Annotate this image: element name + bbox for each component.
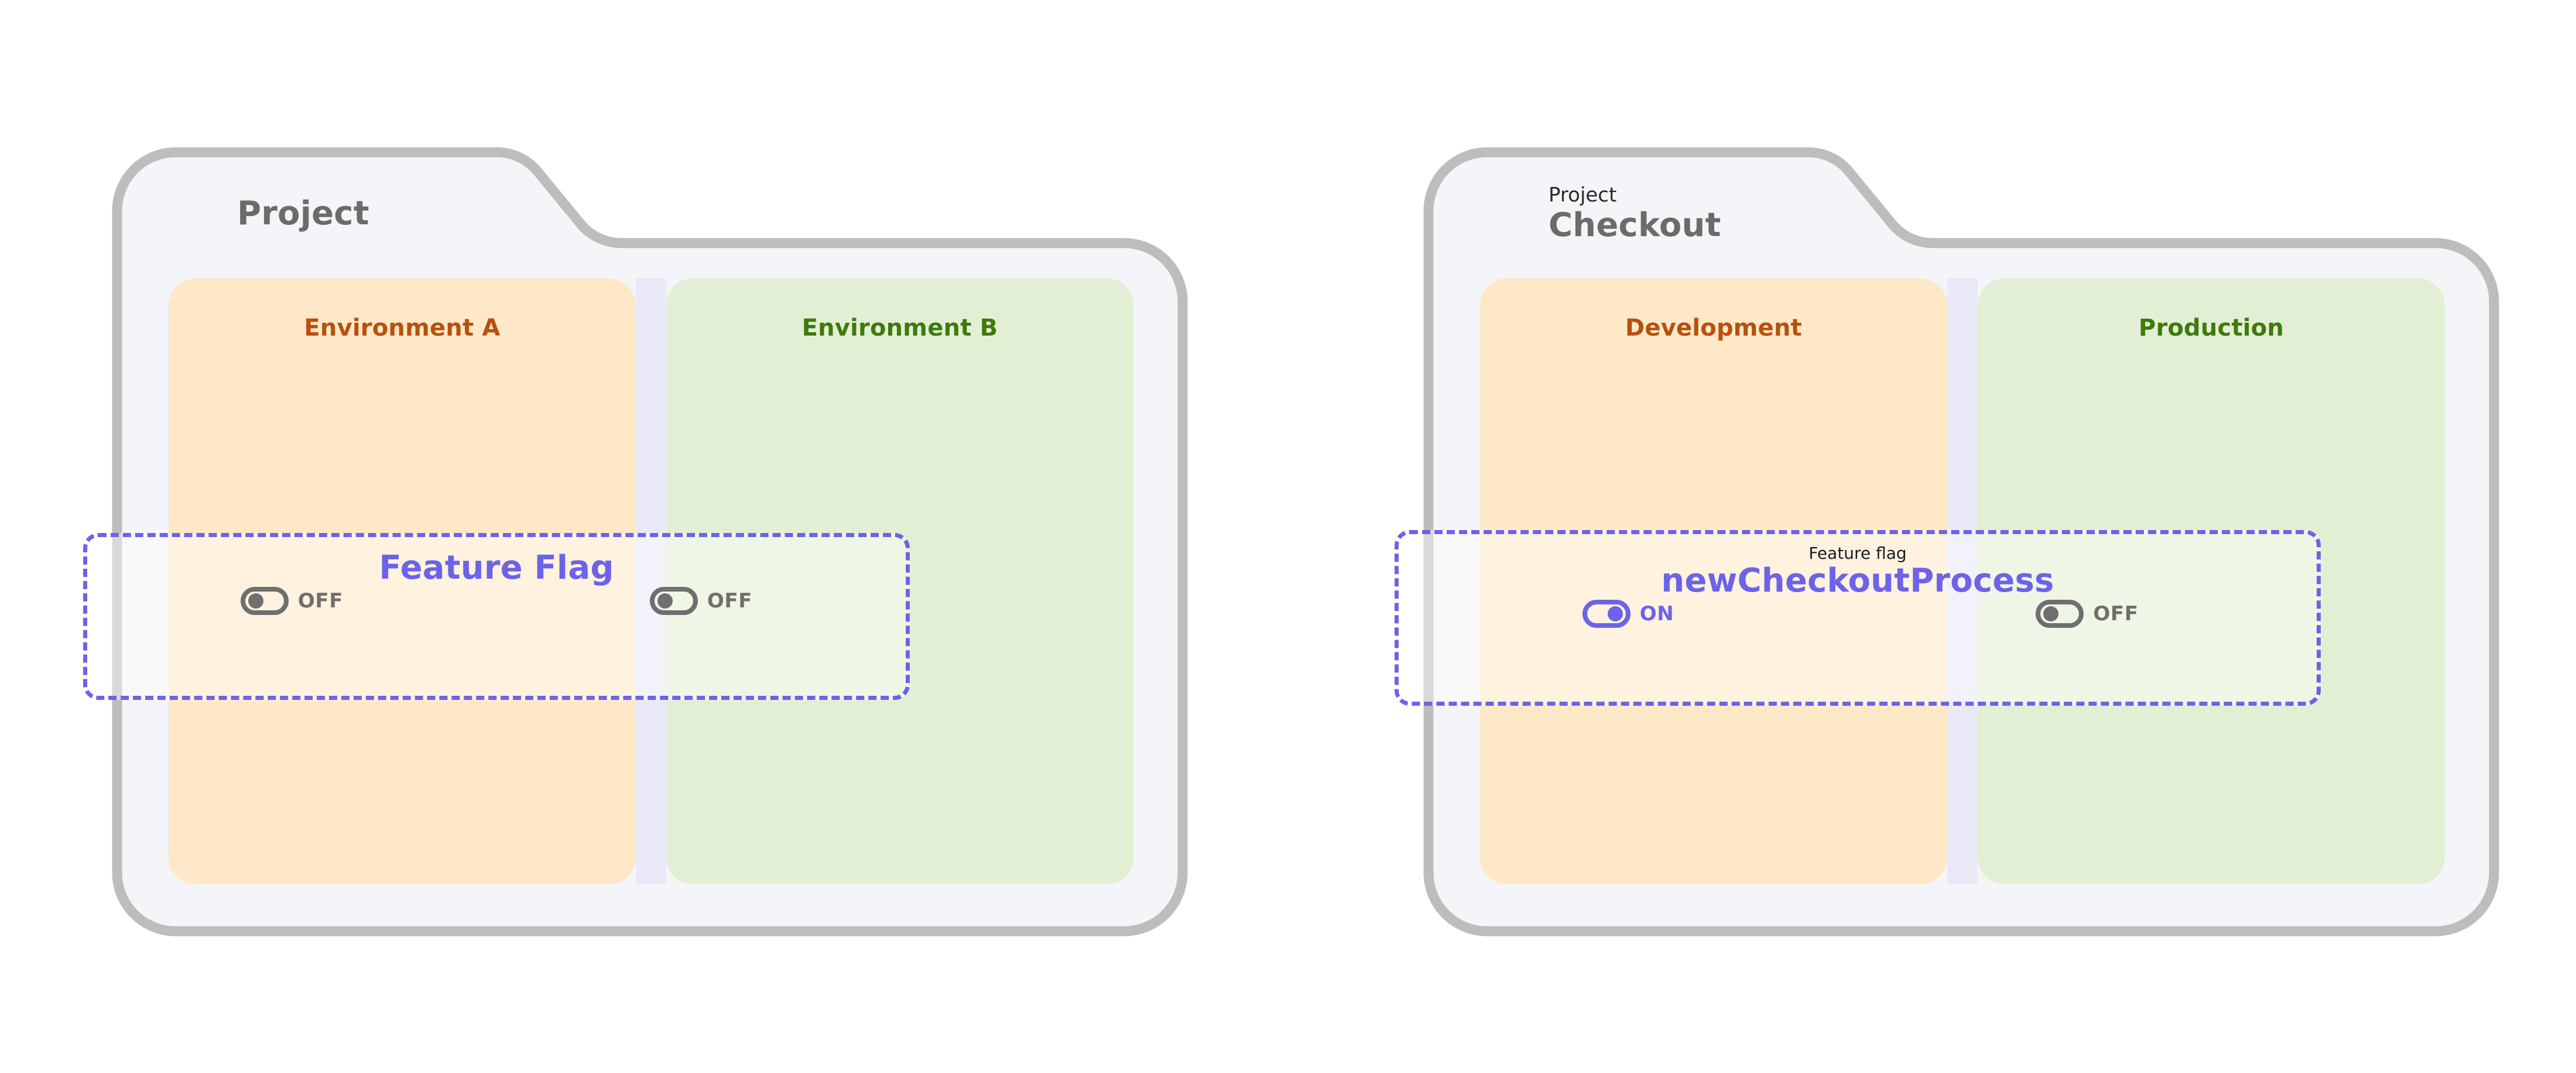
- toggle-switch-icon[interactable]: [240, 586, 289, 615]
- environment-card-b[interactable]: Environment B: [666, 278, 1133, 884]
- feature-flag-toggle-env-a[interactable]: OFF: [240, 586, 344, 615]
- environment-card-development[interactable]: Development: [1480, 278, 1947, 884]
- environment-gap-band: [1947, 278, 1978, 884]
- toggle-knob-icon: [248, 593, 263, 609]
- feature-flag-toggle-development[interactable]: ON: [1582, 599, 1674, 628]
- toggle-switch-icon[interactable]: [649, 586, 698, 615]
- environment-card-production[interactable]: Production: [1978, 278, 2445, 884]
- environment-name-b: Environment B: [801, 315, 998, 341]
- toggle-cell-development: ON: [1399, 599, 1858, 628]
- toggle-state-label: ON: [1639, 602, 1674, 626]
- toggle-knob-icon: [657, 593, 673, 609]
- feature-flag-overlay[interactable]: Feature Flag OFF OFF: [83, 533, 910, 700]
- environment-name-development: Development: [1625, 315, 1802, 341]
- folder-panel-generic: Project Environment A Environment B Feat…: [83, 146, 1188, 937]
- feature-flag-title: Feature Flag: [379, 549, 614, 587]
- folder-panel-checkout: Project Checkout Development Production …: [1395, 146, 2500, 937]
- feature-flag-heading: Feature flag newCheckoutProcess: [1399, 544, 2317, 600]
- feature-flag-toggle-row: ON OFF: [1399, 599, 2317, 702]
- toggle-state-label: OFF: [707, 589, 753, 613]
- toggle-switch-icon[interactable]: [1582, 599, 1630, 628]
- toggle-switch-icon[interactable]: [2036, 599, 2084, 628]
- feature-flag-toggle-env-b[interactable]: OFF: [649, 586, 753, 615]
- environment-name-a: Environment A: [304, 315, 501, 341]
- toggle-knob-icon: [2043, 606, 2059, 621]
- environment-card-a[interactable]: Environment A: [169, 278, 636, 884]
- feature-flag-toggle-production[interactable]: OFF: [2036, 599, 2139, 628]
- environment-gap-band: [636, 278, 666, 884]
- toggle-cell-env-b: OFF: [496, 586, 906, 615]
- environment-name-production: Production: [2138, 315, 2284, 341]
- feature-flag-overlay[interactable]: Feature flag newCheckoutProcess ON: [1395, 530, 2321, 706]
- toggle-knob-icon: [1607, 606, 1623, 621]
- feature-flag-eyebrow: Feature flag: [1808, 544, 1907, 563]
- toggle-cell-env-a: OFF: [87, 586, 496, 615]
- toggle-cell-production: OFF: [1858, 599, 2317, 628]
- environment-row: Environment A Environment B: [169, 278, 1133, 884]
- toggle-state-label: OFF: [297, 589, 344, 613]
- toggle-state-label: OFF: [2093, 602, 2139, 626]
- environment-row: Development Production: [1480, 278, 2445, 884]
- feature-flag-title: newCheckoutProcess: [1661, 561, 2054, 600]
- feature-flag-heading: Feature Flag: [87, 549, 906, 587]
- feature-flag-toggle-row: OFF OFF: [87, 586, 906, 696]
